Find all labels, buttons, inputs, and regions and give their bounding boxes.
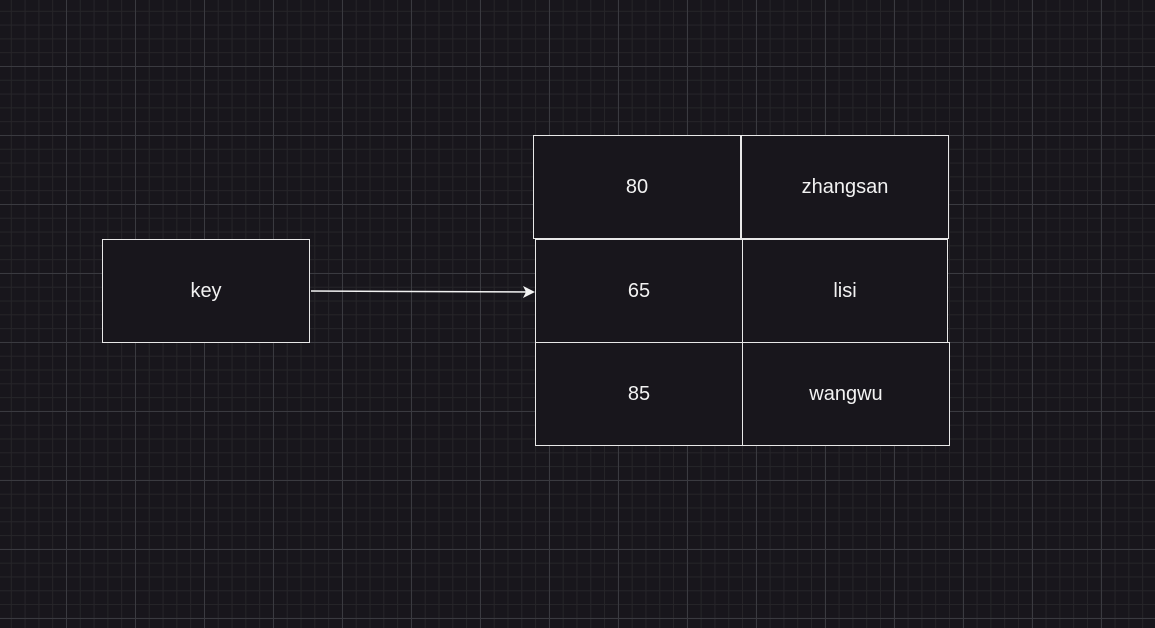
name-cell-label: zhangsan [801,175,889,198]
table-row-1-name-cell[interactable]: lisi [742,239,948,343]
table-row-2-score-cell[interactable]: 85 [535,342,743,446]
score-cell-label: 80 [625,175,649,198]
name-cell-label: wangwu [809,382,883,405]
score-cell-label: 65 [627,279,651,302]
score-cell-label: 85 [627,382,651,405]
table-row-0-score-cell[interactable]: 80 [533,135,741,239]
key-node[interactable]: key [102,239,310,343]
arrow-line [310,285,535,298]
key-node-label: key [190,279,222,302]
table-row-0-name-cell[interactable]: zhangsan [741,135,949,239]
name-cell-label: lisi [833,279,857,302]
table-row-2-name-cell[interactable]: wangwu [742,342,950,446]
table-row-1-score-cell[interactable]: 65 [535,239,743,343]
